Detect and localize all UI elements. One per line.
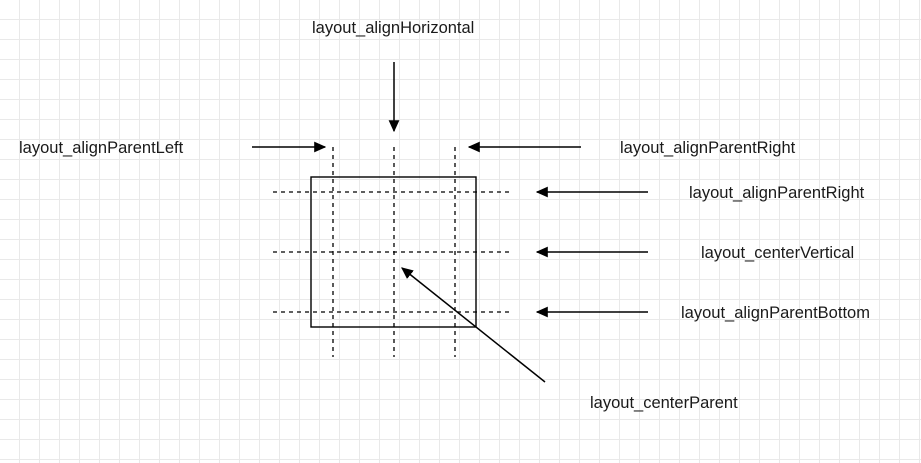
label-align-parent-bottom: layout_alignParentBottom (681, 304, 870, 322)
label-align-parent-left: layout_alignParentLeft (19, 139, 184, 157)
label-align-parent-right-top: layout_alignParentRight (620, 139, 796, 157)
label-align-parent-right-mid: layout_alignParentRight (689, 184, 865, 202)
label-center-vertical: layout_centerVertical (701, 244, 855, 262)
label-align-horizontal: layout_alignHorizontal (312, 19, 475, 37)
arrow-center-parent (401, 267, 546, 383)
label-center-parent: layout_centerParent (590, 394, 738, 412)
